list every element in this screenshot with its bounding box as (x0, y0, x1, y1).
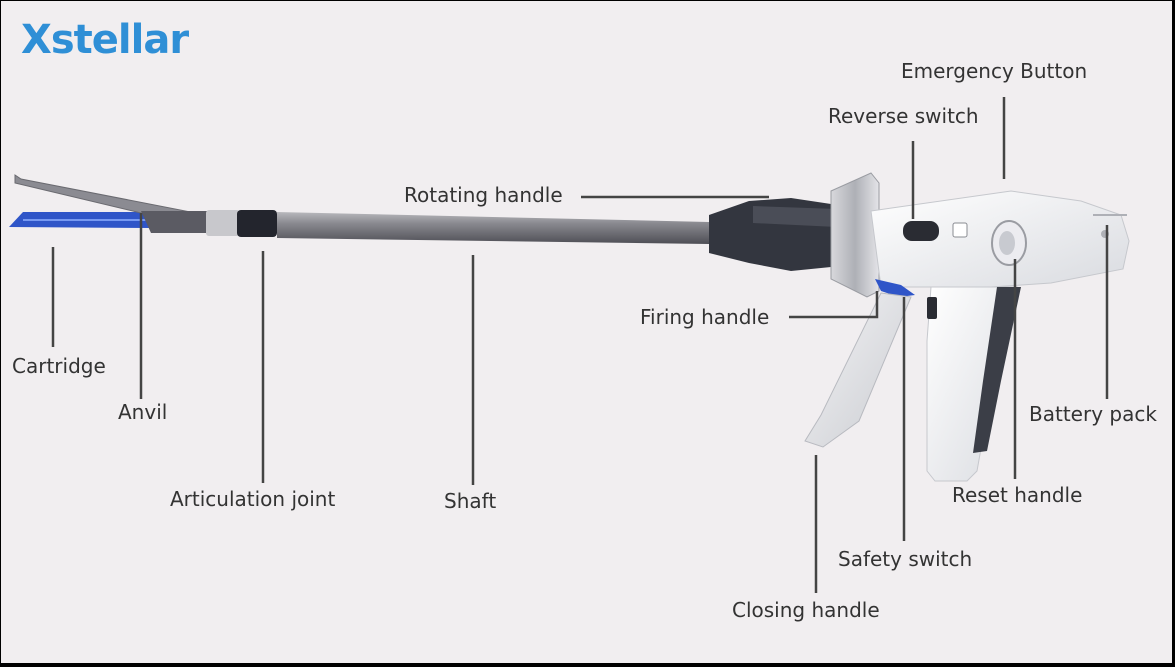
label-shaft: Shaft (444, 489, 497, 513)
label-reverse-switch: Reverse switch (828, 104, 979, 128)
closing-handle-shape (804, 292, 912, 448)
articulation-collar-shape (206, 210, 240, 236)
label-battery-pack: Battery pack (1029, 402, 1157, 426)
label-reset-handle: Reset handle (952, 483, 1083, 507)
label-firing-handle: Firing handle (640, 305, 770, 329)
label-anvil: Anvil (118, 400, 168, 424)
label-cartridge: Cartridge (12, 354, 106, 378)
safety-switch-shape (927, 297, 937, 319)
indicator-shape (952, 222, 968, 238)
reset-knob-inner (999, 231, 1015, 255)
label-safety-switch: Safety switch (838, 547, 973, 571)
jaw-base-shape (141, 211, 209, 233)
label-emergency-button: Emergency Button (901, 59, 1088, 83)
rotating-handle-highlight (753, 206, 837, 227)
articulation-joint-shape (237, 210, 277, 237)
label-closing-handle: Closing handle (732, 598, 880, 622)
leader-firing-handle (789, 291, 879, 319)
label-rotating-handle: Rotating handle (404, 183, 563, 207)
shaft-shape (277, 212, 709, 244)
label-articulation-joint: Articulation joint (170, 487, 336, 511)
leader-lines (51, 97, 1109, 593)
reverse-switch-shape (903, 221, 939, 241)
brand-logo: Xstellar (21, 17, 189, 63)
metal-collar-shape (830, 172, 880, 298)
grip-insert-shape (973, 287, 1021, 453)
firing-handle-shape (875, 279, 915, 297)
